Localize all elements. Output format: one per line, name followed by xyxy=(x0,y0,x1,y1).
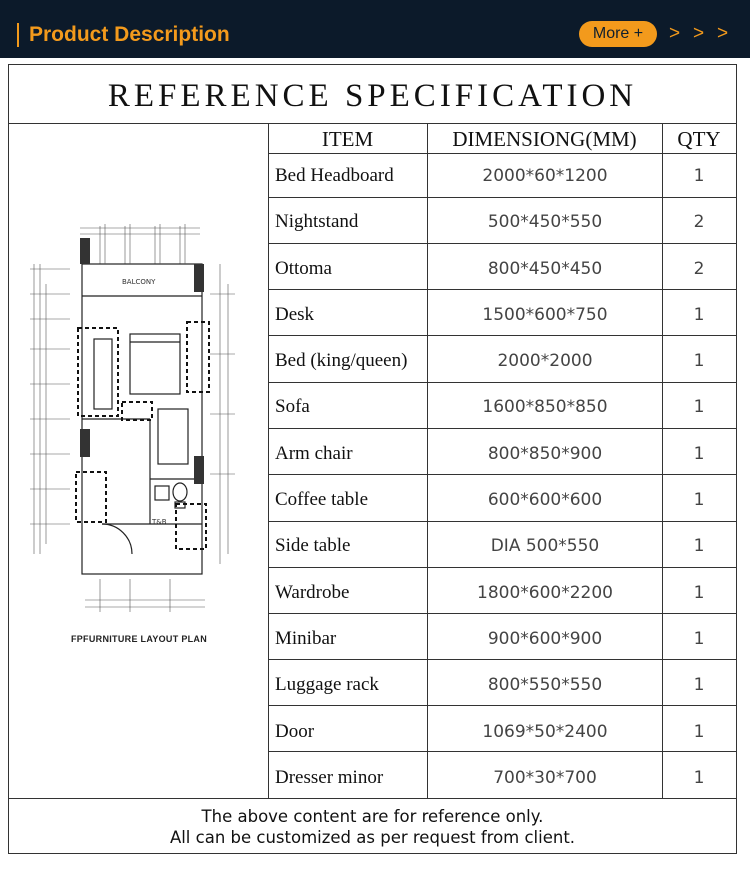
dimension-cell: 800*550*550 xyxy=(487,675,603,695)
dimension-cell: 900*600*900 xyxy=(487,629,603,649)
chevron-right-icon[interactable]: > xyxy=(717,23,729,44)
item-cell: Bed (king/queen) xyxy=(275,350,408,371)
dimension-cell: 500*450*550 xyxy=(487,212,603,232)
qty-cell: 1 xyxy=(693,583,705,603)
dimension-cell: 2000*60*1200 xyxy=(482,166,608,186)
dimension-cell: 1069*50*2400 xyxy=(482,722,608,742)
balcony-label: BALCONY xyxy=(122,278,156,286)
item-cell: Ottoma xyxy=(275,258,332,279)
header-bar: Product Description More + > > > xyxy=(0,0,750,58)
column-header-item: ITEM xyxy=(321,127,374,151)
item-cell: Nightstand xyxy=(275,211,359,232)
qty-cell: 2 xyxy=(693,259,705,279)
item-cell: Arm chair xyxy=(275,443,353,464)
qty-cell: 1 xyxy=(693,722,705,742)
qty-cell: 1 xyxy=(693,768,705,788)
item-cell: Minibar xyxy=(275,628,337,649)
disclaimer-line-2: All can be customized as per request fro… xyxy=(169,828,576,847)
floor-plan-drawing: BALCONY T&B xyxy=(30,224,235,612)
bath-label: T&B xyxy=(151,518,167,526)
dimension-cell: 800*850*900 xyxy=(487,444,603,464)
column-header-qty: QTY xyxy=(677,127,721,151)
dimension-cell: 2000*2000 xyxy=(497,351,593,371)
item-cell: Sofa xyxy=(275,396,310,417)
qty-cell: 1 xyxy=(693,166,705,186)
column-header-dimension: DIMENSIONG(MM) xyxy=(452,127,637,151)
divider xyxy=(427,123,428,799)
dimension-cell: DIA 500*550 xyxy=(490,536,600,556)
item-cell: Door xyxy=(275,721,315,742)
item-cell: Dresser minor xyxy=(275,767,384,788)
spec-title: REFERENCE SPECIFICATION xyxy=(107,78,638,114)
disclaimer-line-1: The above content are for reference only… xyxy=(201,807,544,826)
item-cell: Desk xyxy=(275,304,315,325)
qty-cell: 1 xyxy=(693,305,705,325)
qty-cell: 2 xyxy=(693,212,705,232)
divider xyxy=(8,798,737,799)
more-button[interactable]: More + xyxy=(579,21,657,47)
chevron-right-icon[interactable]: > xyxy=(669,23,681,44)
qty-cell: 1 xyxy=(693,536,705,556)
item-cell: Wardrobe xyxy=(275,582,350,603)
qty-cell: 1 xyxy=(693,351,705,371)
item-cell: Bed Headboard xyxy=(275,165,394,186)
qty-cell: 1 xyxy=(693,675,705,695)
item-cell: Side table xyxy=(275,535,351,556)
item-cell: Coffee table xyxy=(275,489,369,510)
divider xyxy=(268,153,737,154)
plan-caption: FPFURNITURE LAYOUT PLAN xyxy=(70,634,208,644)
spec-frame xyxy=(8,64,737,854)
dimension-cell: 1800*600*2200 xyxy=(477,583,613,603)
qty-cell: 1 xyxy=(693,629,705,649)
title-accent-bar xyxy=(17,23,19,47)
dimension-cell: 1500*600*750 xyxy=(482,305,608,325)
dimension-cell: 700*30*700 xyxy=(493,768,597,788)
dimension-cell: 600*600*600 xyxy=(487,490,603,510)
dimension-cell: 800*450*450 xyxy=(487,259,603,279)
dimension-cell: 1600*850*850 xyxy=(482,397,608,417)
divider xyxy=(268,123,269,799)
divider xyxy=(662,123,663,799)
qty-cell: 1 xyxy=(693,397,705,417)
chevron-right-icon[interactable]: > xyxy=(693,23,705,44)
qty-cell: 1 xyxy=(693,444,705,464)
section-title: Product Description xyxy=(29,23,230,46)
divider xyxy=(8,123,737,124)
qty-cell: 1 xyxy=(693,490,705,510)
item-cell: Luggage rack xyxy=(275,674,379,695)
disclaimer: The above content are for reference only… xyxy=(8,806,737,848)
